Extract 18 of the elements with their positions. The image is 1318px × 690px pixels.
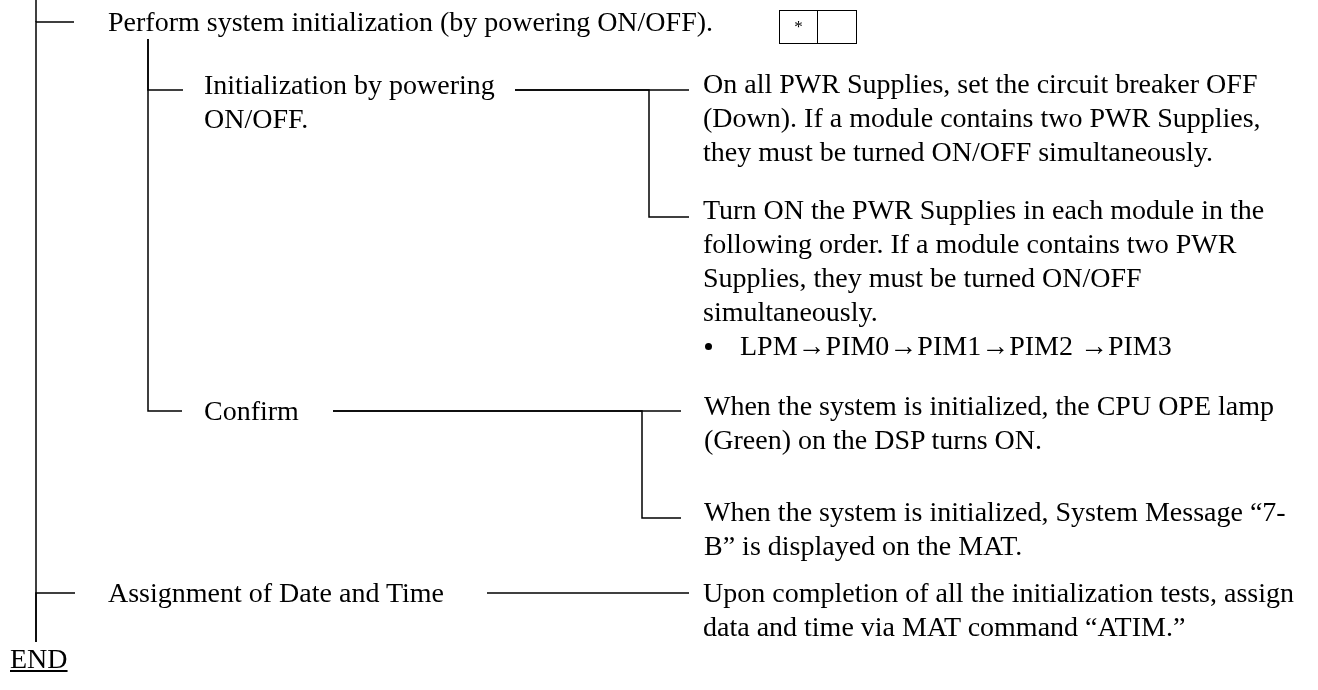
connector-line bbox=[332, 410, 682, 519]
connector-line bbox=[35, 592, 76, 643]
step-text: Perform system initialization (by powering ON/OFF). bbox=[74, 5, 774, 39]
step-text: Assignment of Date and Time bbox=[75, 576, 487, 610]
connector-line bbox=[514, 89, 690, 218]
end-label: END bbox=[10, 642, 68, 676]
step-text: Confirm bbox=[182, 394, 333, 428]
step-text: Initialization by powering ON/OFF. bbox=[183, 68, 515, 136]
connector-line bbox=[147, 38, 183, 412]
sequence-text: LPM→PIM0→PIM1→PIM2 →PIM3 bbox=[740, 329, 1172, 363]
table-cell bbox=[817, 10, 857, 44]
step-text: Upon completion of all the initialization tests, assign data and time via MAT command “ATIM.” bbox=[689, 576, 1299, 644]
step-text: Turn ON the PWR Supplies in each module in the following order. If a module contains two PWR Supplies, they must be turned ON/OFF simultaneously. bbox=[703, 193, 1266, 329]
table-cell: * bbox=[779, 10, 818, 44]
step-text: On all PWR Supplies, set the circuit breaker OFF (Down). If a module contains two PWR Supplies, they must be turned ON/OFF simultaneously. bbox=[689, 67, 1299, 169]
connector-line bbox=[486, 592, 690, 594]
step-text: When the system is initialized, System Message “7-B” is displayed on the MAT. bbox=[681, 495, 1299, 563]
step-text: When the system is initialized, the CPU OPE lamp (Green) on the DSP turns ON. bbox=[681, 389, 1299, 457]
